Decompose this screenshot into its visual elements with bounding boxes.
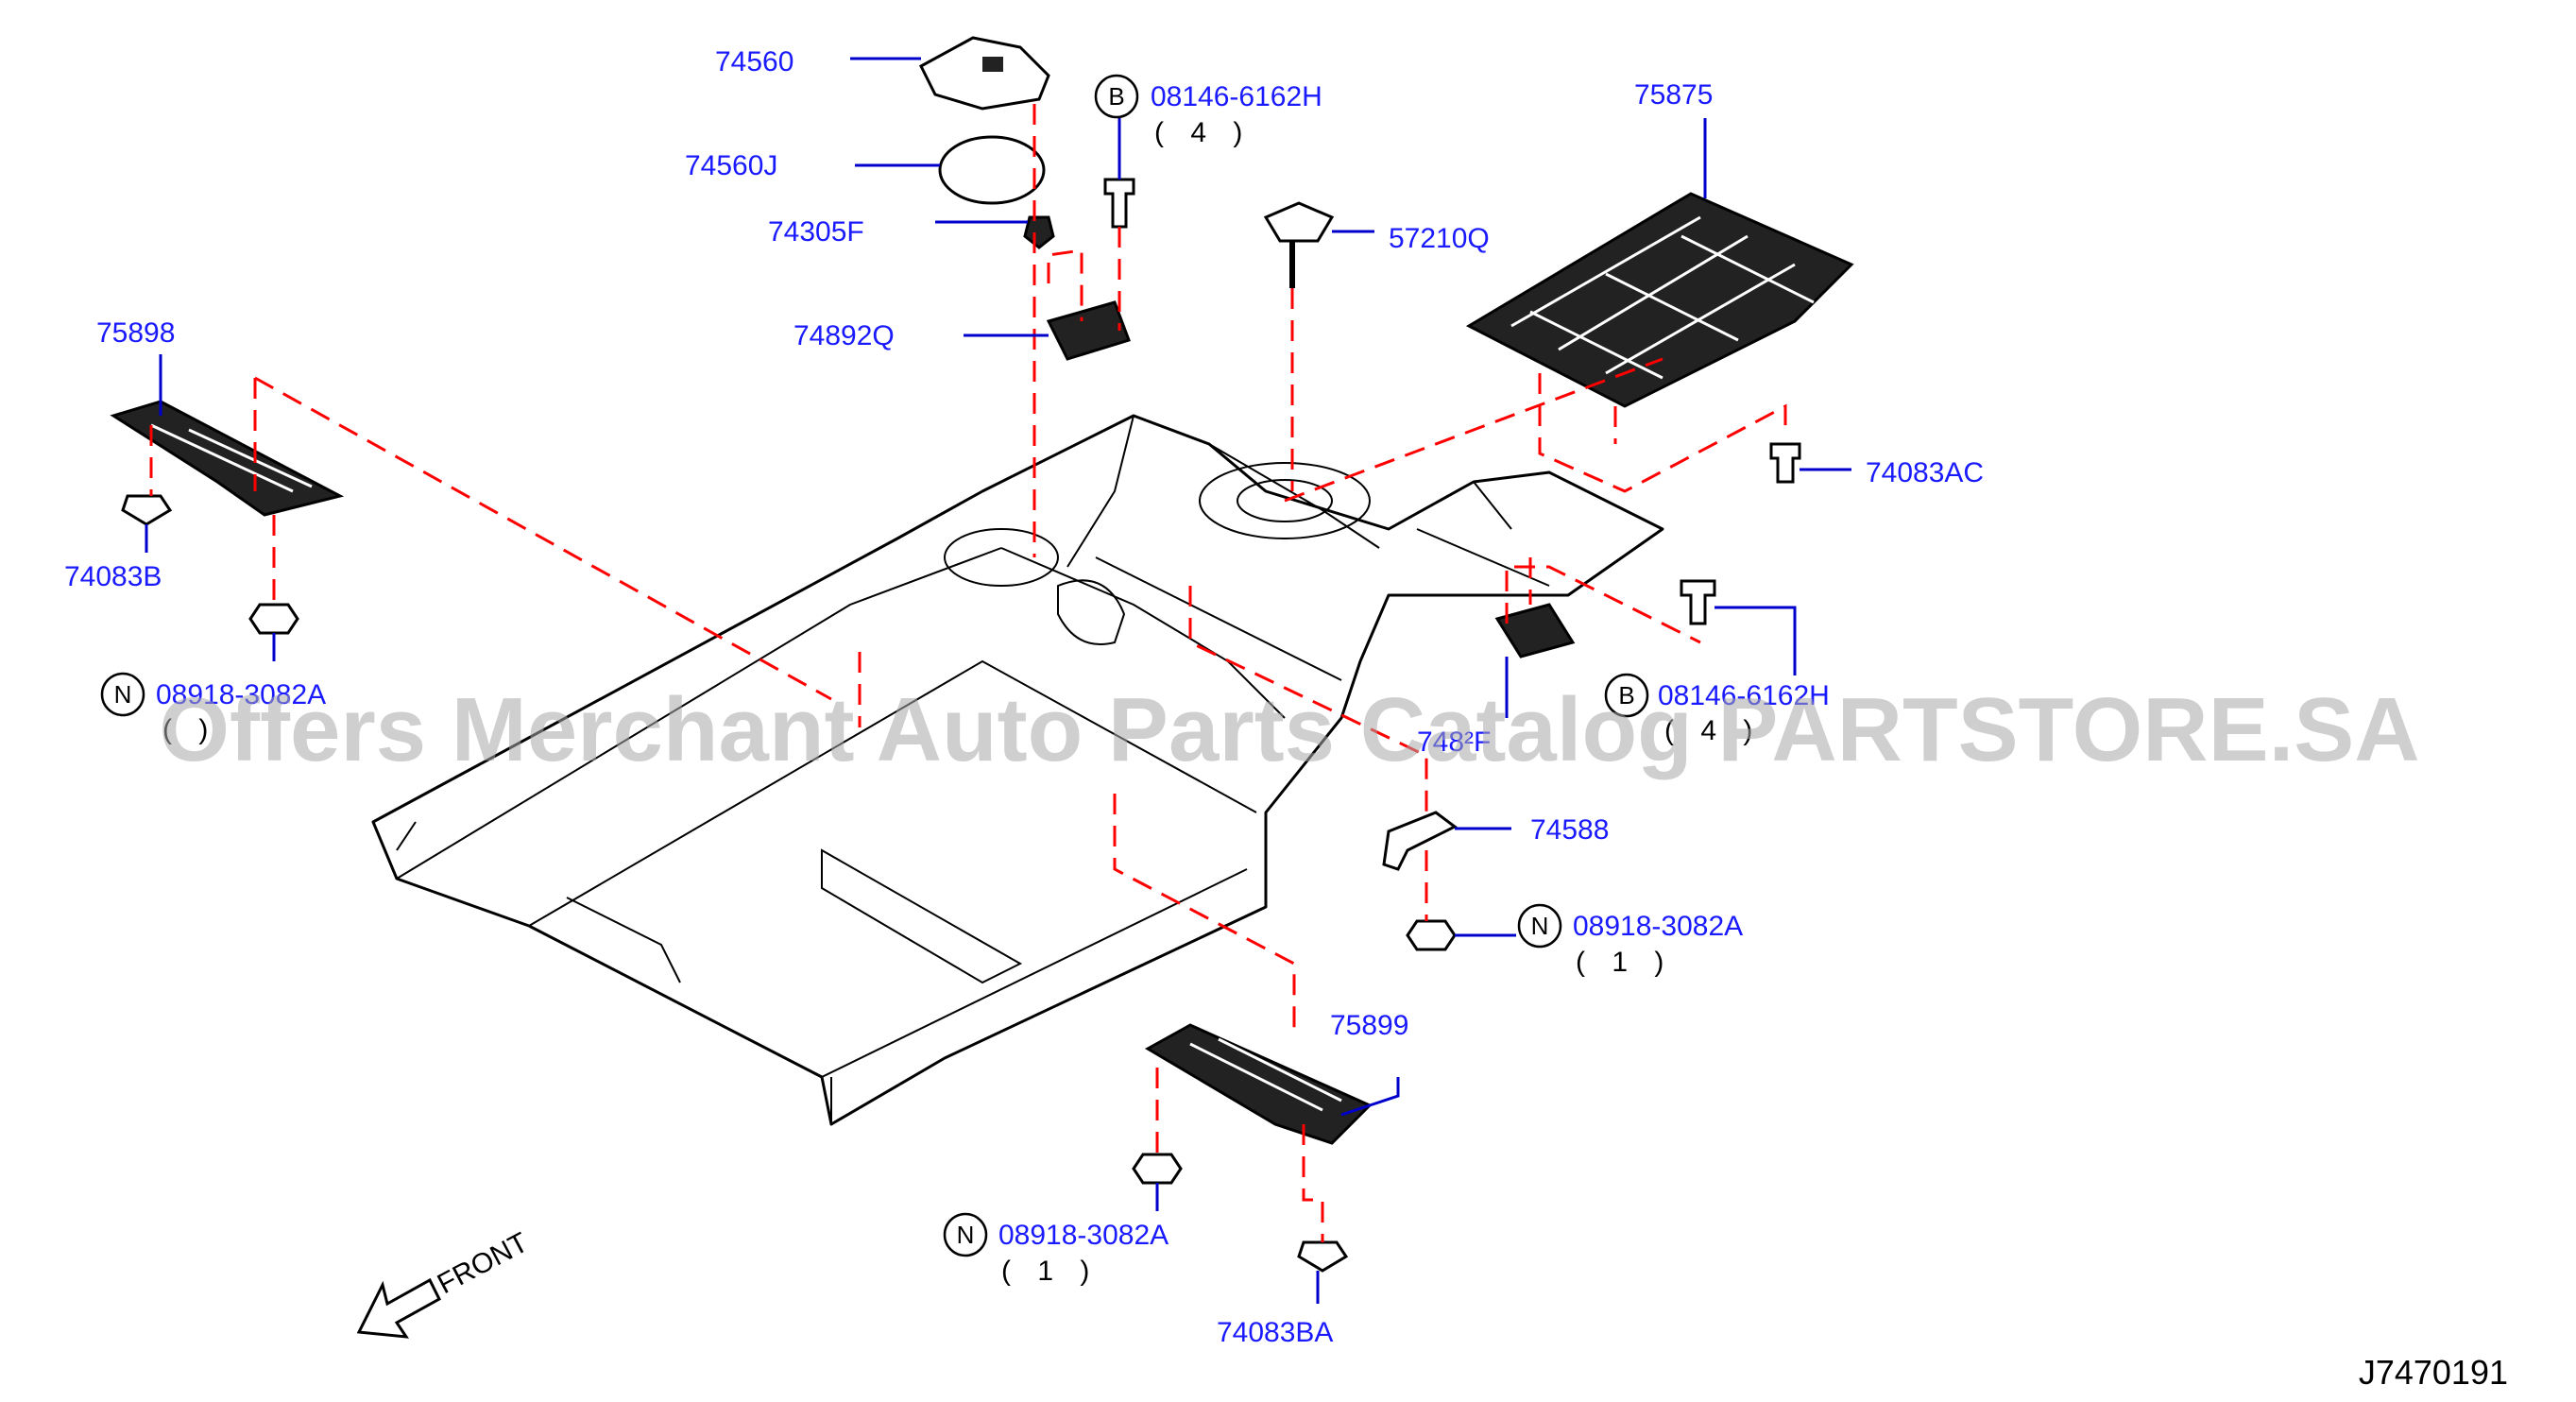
- callout-code: 08146-6162H: [1151, 81, 1322, 112]
- label-74083AC: 74083AC: [1866, 457, 1984, 488]
- part-74588-bracket: [1382, 811, 1458, 871]
- callout-b-top: B 08146-6162H ( 4 ): [1094, 74, 1322, 148]
- part-57210Q-bolt: [1263, 201, 1335, 288]
- callout-n-left: N 08918-3082A ( ): [100, 672, 326, 745]
- part-74305F-clip: [1023, 215, 1055, 249]
- part-74892Q-bracket: [1046, 300, 1131, 361]
- callout-code: 08146-6162H: [1658, 680, 1830, 711]
- label-57210Q: 57210Q: [1389, 223, 1490, 254]
- front-indicator: FRONT: [356, 1227, 534, 1339]
- bolt-b-top: [1103, 178, 1135, 229]
- part-75875-cover: [1465, 192, 1854, 408]
- floor-panel: [371, 414, 1664, 1126]
- part-75898-panel: [110, 400, 345, 517]
- label-74560J: 74560J: [685, 150, 777, 181]
- watermark: Offers Merchant Auto Parts Catalog PARTS…: [159, 679, 2419, 780]
- callout-letter: B: [1108, 82, 1124, 111]
- callout-qty: ( 1 ): [1576, 947, 1673, 978]
- callout-qty: ( ): [162, 714, 217, 745]
- callout-code: 08918-3082A: [1573, 911, 1743, 942]
- assembly-dashed-lines: [149, 104, 1787, 1242]
- bolt-b-right: [1680, 579, 1716, 625]
- callout-letter: B: [1618, 681, 1634, 710]
- label-74892Q: 74892Q: [793, 320, 895, 351]
- diagram-code: J7470191: [2359, 1353, 2508, 1392]
- label-74083BA: 74083BA: [1217, 1317, 1333, 1348]
- callout-b-right: B 08146-6162H ( 4 ): [1604, 673, 1830, 746]
- label-74305F: 74305F: [768, 216, 864, 248]
- callout-code: 08918-3082A: [998, 1220, 1169, 1251]
- part-74560-plate: [919, 36, 1050, 111]
- clip-74083B: [121, 494, 173, 526]
- clip-74083BA: [1297, 1240, 1349, 1273]
- label-75875: 75875: [1634, 79, 1713, 111]
- callout-letter: N: [114, 680, 132, 709]
- callout-n-right: N 08918-3082A ( 1 ): [1517, 903, 1743, 978]
- callout-n-bottom: N 08918-3082A ( 1 ): [943, 1212, 1169, 1287]
- part-7482F-bracket: [1494, 603, 1576, 658]
- callout-letter: N: [1531, 912, 1549, 940]
- callout-code: 08918-3082A: [156, 679, 326, 710]
- label-74588: 74588: [1530, 814, 1609, 846]
- label-74560: 74560: [715, 46, 793, 77]
- label-75898: 75898: [96, 317, 175, 349]
- callout-qty: ( 4 ): [1154, 117, 1252, 148]
- callout-qty: ( 1 ): [1001, 1256, 1099, 1287]
- label-7482F: 748²F: [1417, 727, 1491, 758]
- callout-qty: ( 4 ): [1664, 715, 1762, 746]
- bolt-74083AC: [1769, 442, 1801, 484]
- callout-letter: N: [957, 1221, 975, 1249]
- label-74083B: 74083B: [64, 561, 162, 592]
- front-label: FRONT: [433, 1227, 534, 1301]
- nut-n-left: [248, 603, 299, 635]
- label-75899: 75899: [1330, 1010, 1408, 1041]
- part-74560J-seal: [938, 135, 1046, 205]
- nut-n-right: [1406, 919, 1457, 951]
- leader-lines: [145, 57, 1851, 1304]
- nut-n-bottom: [1132, 1153, 1183, 1185]
- front-arrow-icon: [356, 1277, 441, 1339]
- part-75899-panel: [1144, 1023, 1373, 1145]
